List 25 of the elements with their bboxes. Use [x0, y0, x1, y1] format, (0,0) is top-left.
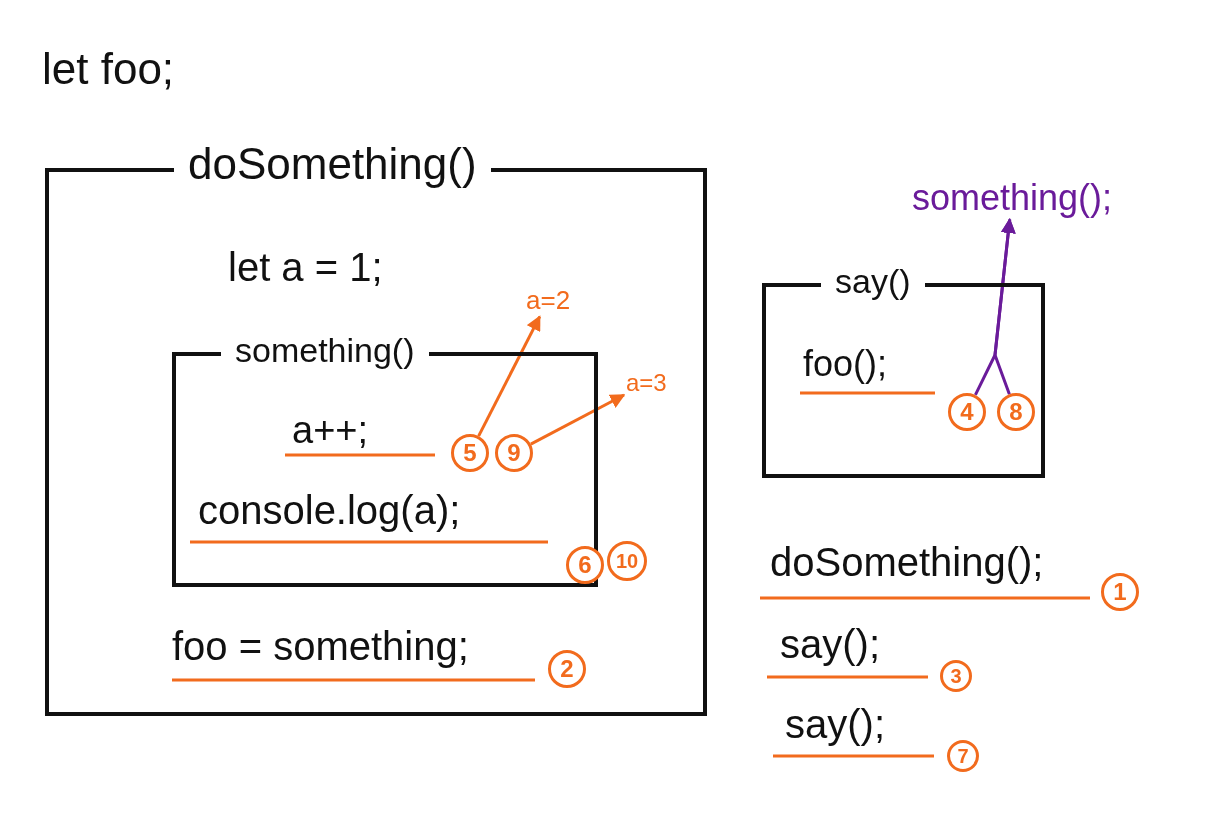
annotation-text: something();	[912, 178, 1113, 218]
code-line: foo();	[803, 344, 888, 384]
code-line: say();	[785, 702, 885, 746]
step-number: 8	[997, 393, 1035, 431]
step-number: 1	[1101, 573, 1139, 611]
code-line: let a = 1;	[228, 245, 383, 289]
step-number: 2	[548, 650, 586, 688]
annotation-text: a=2	[526, 286, 571, 315]
step-number: 10	[607, 541, 647, 581]
arrow	[993, 218, 1016, 395]
step-number: 3	[940, 660, 972, 692]
step-number: 4	[948, 393, 986, 431]
code-line: let foo;	[42, 45, 175, 94]
code-line: console.log(a);	[198, 488, 461, 532]
arrow	[530, 393, 626, 446]
step-number: 6	[566, 546, 604, 584]
code-line: doSomething();	[770, 540, 1044, 584]
step-number: 5	[451, 434, 489, 472]
arrow	[477, 315, 542, 437]
code-line: a++;	[292, 410, 369, 452]
code-line: say();	[780, 622, 880, 666]
annotation-text: a=3	[626, 370, 667, 397]
step-number: 7	[947, 740, 979, 772]
step-number: 9	[495, 434, 533, 472]
code-line: foo = something;	[172, 624, 469, 668]
